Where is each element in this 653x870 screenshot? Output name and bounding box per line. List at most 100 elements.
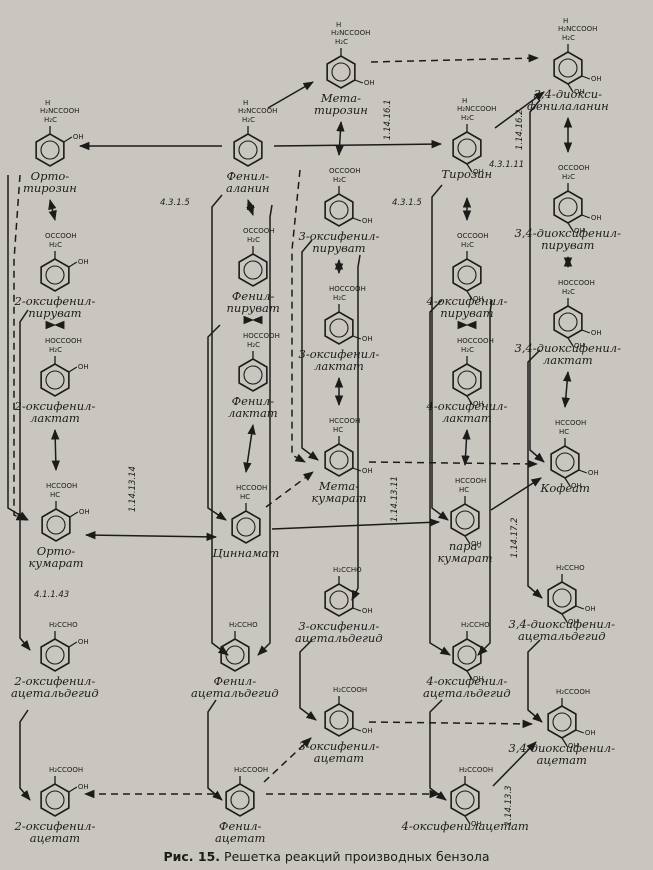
hydroxyl-label: OH bbox=[471, 820, 482, 828]
molecule-p_acetate bbox=[450, 776, 480, 825]
substituent-label: H₂C bbox=[335, 38, 348, 46]
substituent-label: HCCOOH bbox=[555, 419, 587, 427]
hydrogen-label: H bbox=[45, 99, 51, 107]
hydroxyl-label: OH bbox=[72, 133, 84, 141]
hydroxyl-label: OH bbox=[568, 742, 579, 750]
compound-name-p_coumarate: пара-кумарат bbox=[437, 539, 493, 565]
substituent-label: HOCCOOH bbox=[558, 279, 595, 287]
hydroxyl-label: OH bbox=[584, 729, 596, 737]
substituent-label: H₂CCHO bbox=[333, 566, 362, 574]
pathway-arrow bbox=[299, 639, 317, 721]
substituent-label: OCCOOH bbox=[329, 167, 361, 175]
dashed-arrow bbox=[368, 719, 534, 729]
substituent-label: HC bbox=[559, 428, 570, 436]
substituent-label: H₂CCOOH bbox=[234, 766, 269, 774]
compound-name-cinnamate: Циннамат bbox=[212, 546, 280, 560]
molecule-dihydroxy_acetate bbox=[547, 698, 585, 747]
hydroxyl-label: OH bbox=[590, 75, 602, 83]
compound-name-m_pyruvate: 3-оксифенил-пируват bbox=[298, 229, 380, 255]
substituent-label: HCCOOH bbox=[329, 417, 361, 425]
substituent-label: HC bbox=[50, 491, 61, 499]
compound-name-phenylacetate: Фенил-ацетат bbox=[215, 819, 266, 845]
dashed-arrow bbox=[291, 169, 306, 463]
compound-name-phenylpyruvate: Фенил-пируват bbox=[226, 289, 280, 315]
pathway-arrow bbox=[257, 204, 273, 656]
substituent-label: H₂C bbox=[242, 116, 255, 124]
hydrogen-label: H bbox=[336, 21, 342, 29]
substituent-label: H₂CCOOH bbox=[333, 686, 368, 694]
compound-name-dihydroxy_pyruvate: 3,4-диоксифенил-пируват bbox=[514, 226, 622, 252]
reversible-arrow bbox=[51, 428, 60, 472]
molecule-m_acetaldehyde bbox=[324, 576, 362, 617]
substituent-label: H₂CCHO bbox=[49, 621, 78, 629]
substituent-label: OCCOOH bbox=[45, 232, 77, 240]
molecule-phenylacetaldehyde bbox=[220, 631, 250, 672]
enzyme-code-4-3-1-11: 4.3.1.11 bbox=[489, 160, 525, 170]
substituent-label: HOCCOOH bbox=[243, 332, 280, 340]
substituent-label: HCCOOH bbox=[455, 477, 487, 485]
molecule-metatyrosine bbox=[326, 48, 364, 89]
pathway-arrow bbox=[19, 309, 31, 651]
hydroxyl-label: OH bbox=[77, 258, 89, 266]
reversible-arrow bbox=[561, 370, 572, 409]
molecule-phenylpyruvate bbox=[238, 246, 268, 287]
substituent-label: HCCOOH bbox=[46, 482, 78, 490]
molecule-p_pyruvate bbox=[452, 251, 482, 300]
reversible-arrow bbox=[246, 199, 255, 216]
molecule-dihydroxy_acetaldehyde bbox=[547, 574, 585, 623]
reversible-arrow bbox=[243, 423, 256, 474]
compound-name-caffeate: Кофеат bbox=[540, 481, 590, 495]
molecule-cinnamate bbox=[231, 503, 261, 544]
substituent-label: H₂C bbox=[333, 294, 346, 302]
hydroxyl-label: OH bbox=[361, 335, 373, 343]
hydroxylation-arrow bbox=[273, 139, 443, 149]
substituent-label: H₂CCHO bbox=[229, 621, 258, 629]
compound-name-m_acetate: 3-оксифенил-ацетат bbox=[298, 739, 380, 765]
dashed-arrow bbox=[370, 54, 540, 63]
compound-name-m_coumarate: Мета-кумарат bbox=[311, 479, 367, 505]
hydroxylation-arrow bbox=[492, 741, 537, 787]
molecule-o_pyruvate bbox=[40, 251, 78, 292]
compound-name-o_acetate: 2-оксифенил-ацетат bbox=[14, 819, 96, 845]
molecule-p_coumarate bbox=[450, 496, 480, 545]
compound-name-dihydroxy_lactate: 3,4-диоксифенил-лактат bbox=[514, 341, 622, 367]
substituent-label: H₂C bbox=[247, 236, 260, 244]
substituent-label: H₂C bbox=[461, 241, 474, 249]
molecule-o_coumarate bbox=[41, 501, 79, 542]
pathway-arrow bbox=[207, 324, 227, 521]
substituent-label: H₂C bbox=[562, 288, 575, 296]
hydroxyl-label: OH bbox=[361, 727, 373, 735]
molecule-caffeate bbox=[550, 438, 588, 487]
hydroxyl-label: OH bbox=[584, 605, 596, 613]
figure-caption: Рис. 15. Решетка реакций производных бен… bbox=[0, 849, 653, 864]
molecule-m_pyruvate bbox=[324, 186, 362, 227]
enzyme-code-1-14-13-14: 1.14.13.14 bbox=[128, 466, 138, 512]
compound-name-dihydroxy_acetate: 3,4-диоксифенил-ацетат bbox=[508, 741, 616, 767]
molecule-phenyllactate bbox=[238, 351, 268, 392]
dashed-arrow bbox=[265, 471, 314, 508]
hydroxylation-arrow bbox=[494, 91, 545, 129]
substituent-label: H₂NCCOOH bbox=[238, 107, 278, 115]
molecule-m_acetate bbox=[324, 696, 362, 737]
pathway-arrow bbox=[7, 175, 29, 521]
enzyme-code-4-3-1-5: 4.3.1.5 bbox=[160, 198, 190, 208]
hydroxyl-label: OH bbox=[473, 168, 484, 176]
substituent-label: H₂CCHO bbox=[556, 564, 585, 572]
enzyme-code-1-14-16-2: 1.14.16.2 bbox=[515, 109, 525, 150]
molecule-phenylalanine bbox=[233, 126, 263, 167]
pathway-arrow bbox=[207, 699, 223, 801]
hydroxylation-arrow bbox=[267, 81, 314, 109]
hydroxyl-label: OH bbox=[78, 508, 90, 516]
substituent-label: H₂CCOOH bbox=[556, 688, 591, 696]
dashed-arrow bbox=[263, 737, 312, 783]
pathway-arrow bbox=[527, 349, 543, 599]
hydroxyl-label: OH bbox=[473, 675, 484, 683]
compound-name-metatyrosine: Мета-тирозин bbox=[314, 91, 368, 117]
substituent-label: H₂C bbox=[562, 173, 575, 181]
compound-name-dopa: 3,4-диокси-фенилаланин bbox=[527, 87, 609, 113]
substituent-label: HC bbox=[459, 486, 470, 494]
substituent-label: H₂C bbox=[49, 346, 62, 354]
pathway-arrow bbox=[429, 299, 451, 656]
pathway-arrow bbox=[527, 639, 543, 723]
